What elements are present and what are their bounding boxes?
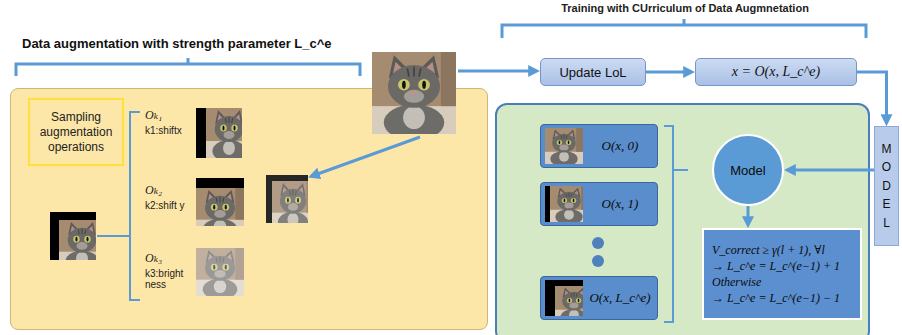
vertical-label: MODEL [881, 140, 893, 233]
brightness-thumbnail [196, 248, 244, 300]
level-thumbnail [545, 186, 588, 225]
formula-label: x = O(x, L_c^e) [732, 64, 820, 80]
ellipsis-dot [592, 237, 604, 249]
operation-symbol: Oₖ₃ [145, 251, 162, 266]
heading-bracket [502, 19, 866, 38]
connector-arrow [857, 72, 887, 122]
rule-line: → L_c^e = L_c^(e−1) − 1 [712, 290, 840, 306]
panel-heading: Data augmentation with strength paramete… [22, 36, 332, 51]
flow-arrow [458, 70, 536, 73]
operation-name: k2:shift y [145, 200, 184, 211]
connector-arrow [788, 169, 874, 172]
augmented-thumbnail [50, 212, 105, 272]
operation-bracket [97, 112, 140, 300]
operation-name: k1:shiftx [145, 125, 182, 136]
sampling-box: Sampling augmentation operations [28, 98, 124, 166]
result-thumbnail [266, 175, 314, 233]
rule-line: → L_c^e = L_c^(e−1) + 1 [712, 258, 840, 274]
connector-arrow [747, 206, 750, 224]
ellipsis-dot [592, 255, 604, 267]
operation-symbol: Oₖ₂ [145, 183, 162, 198]
circle-label: Model [730, 163, 765, 178]
level-box: O(x, L_c^e) [540, 276, 658, 320]
level-thumbnail [545, 280, 593, 325]
process-box: x = O(x, L_c^e) [695, 58, 857, 86]
box-label: Update LoL [559, 65, 626, 80]
cat-photo [372, 52, 456, 141]
section-title: Training with CUrriculum of Data Augmnet… [500, 2, 870, 14]
training-panel: O(x, 0) O(x, 1) O(x, L_c^e) ModelV_correct … [495, 103, 870, 335]
level-box: O(x, 1) [540, 182, 658, 226]
connector-arrow [646, 71, 691, 74]
level-bracket [664, 126, 688, 322]
rule-line: Otherwise [712, 274, 761, 290]
update-rule-box: V_correct ≥ γ(l + 1), ∀l→ L_c^e = L_c^(e… [702, 228, 862, 320]
operation-name: k3:brightness [145, 268, 187, 290]
shifty-thumbnail [196, 178, 244, 240]
formula-label: O(x, L_c^e) [589, 290, 650, 306]
level-box: O(x, 0) [540, 124, 658, 168]
model-circle: Model [712, 134, 784, 206]
heading-bracket [16, 58, 360, 76]
formula-label: O(x, 1) [602, 196, 639, 212]
shiftx-thumbnail [196, 108, 252, 162]
level-thumbnail [545, 128, 583, 167]
augmentation-panel: Data augmentation with strength paramete… [10, 88, 488, 330]
process-box: Update LoL [540, 58, 646, 86]
model-bar: MODEL [874, 126, 899, 246]
flow-arrow [312, 137, 420, 176]
box-label: Sampling augmentation operations [34, 110, 118, 155]
formula-label: O(x, 0) [602, 138, 639, 154]
rule-line: V_correct ≥ γ(l + 1), ∀l [712, 242, 825, 258]
operation-symbol: Oₖ₁ [145, 108, 162, 123]
